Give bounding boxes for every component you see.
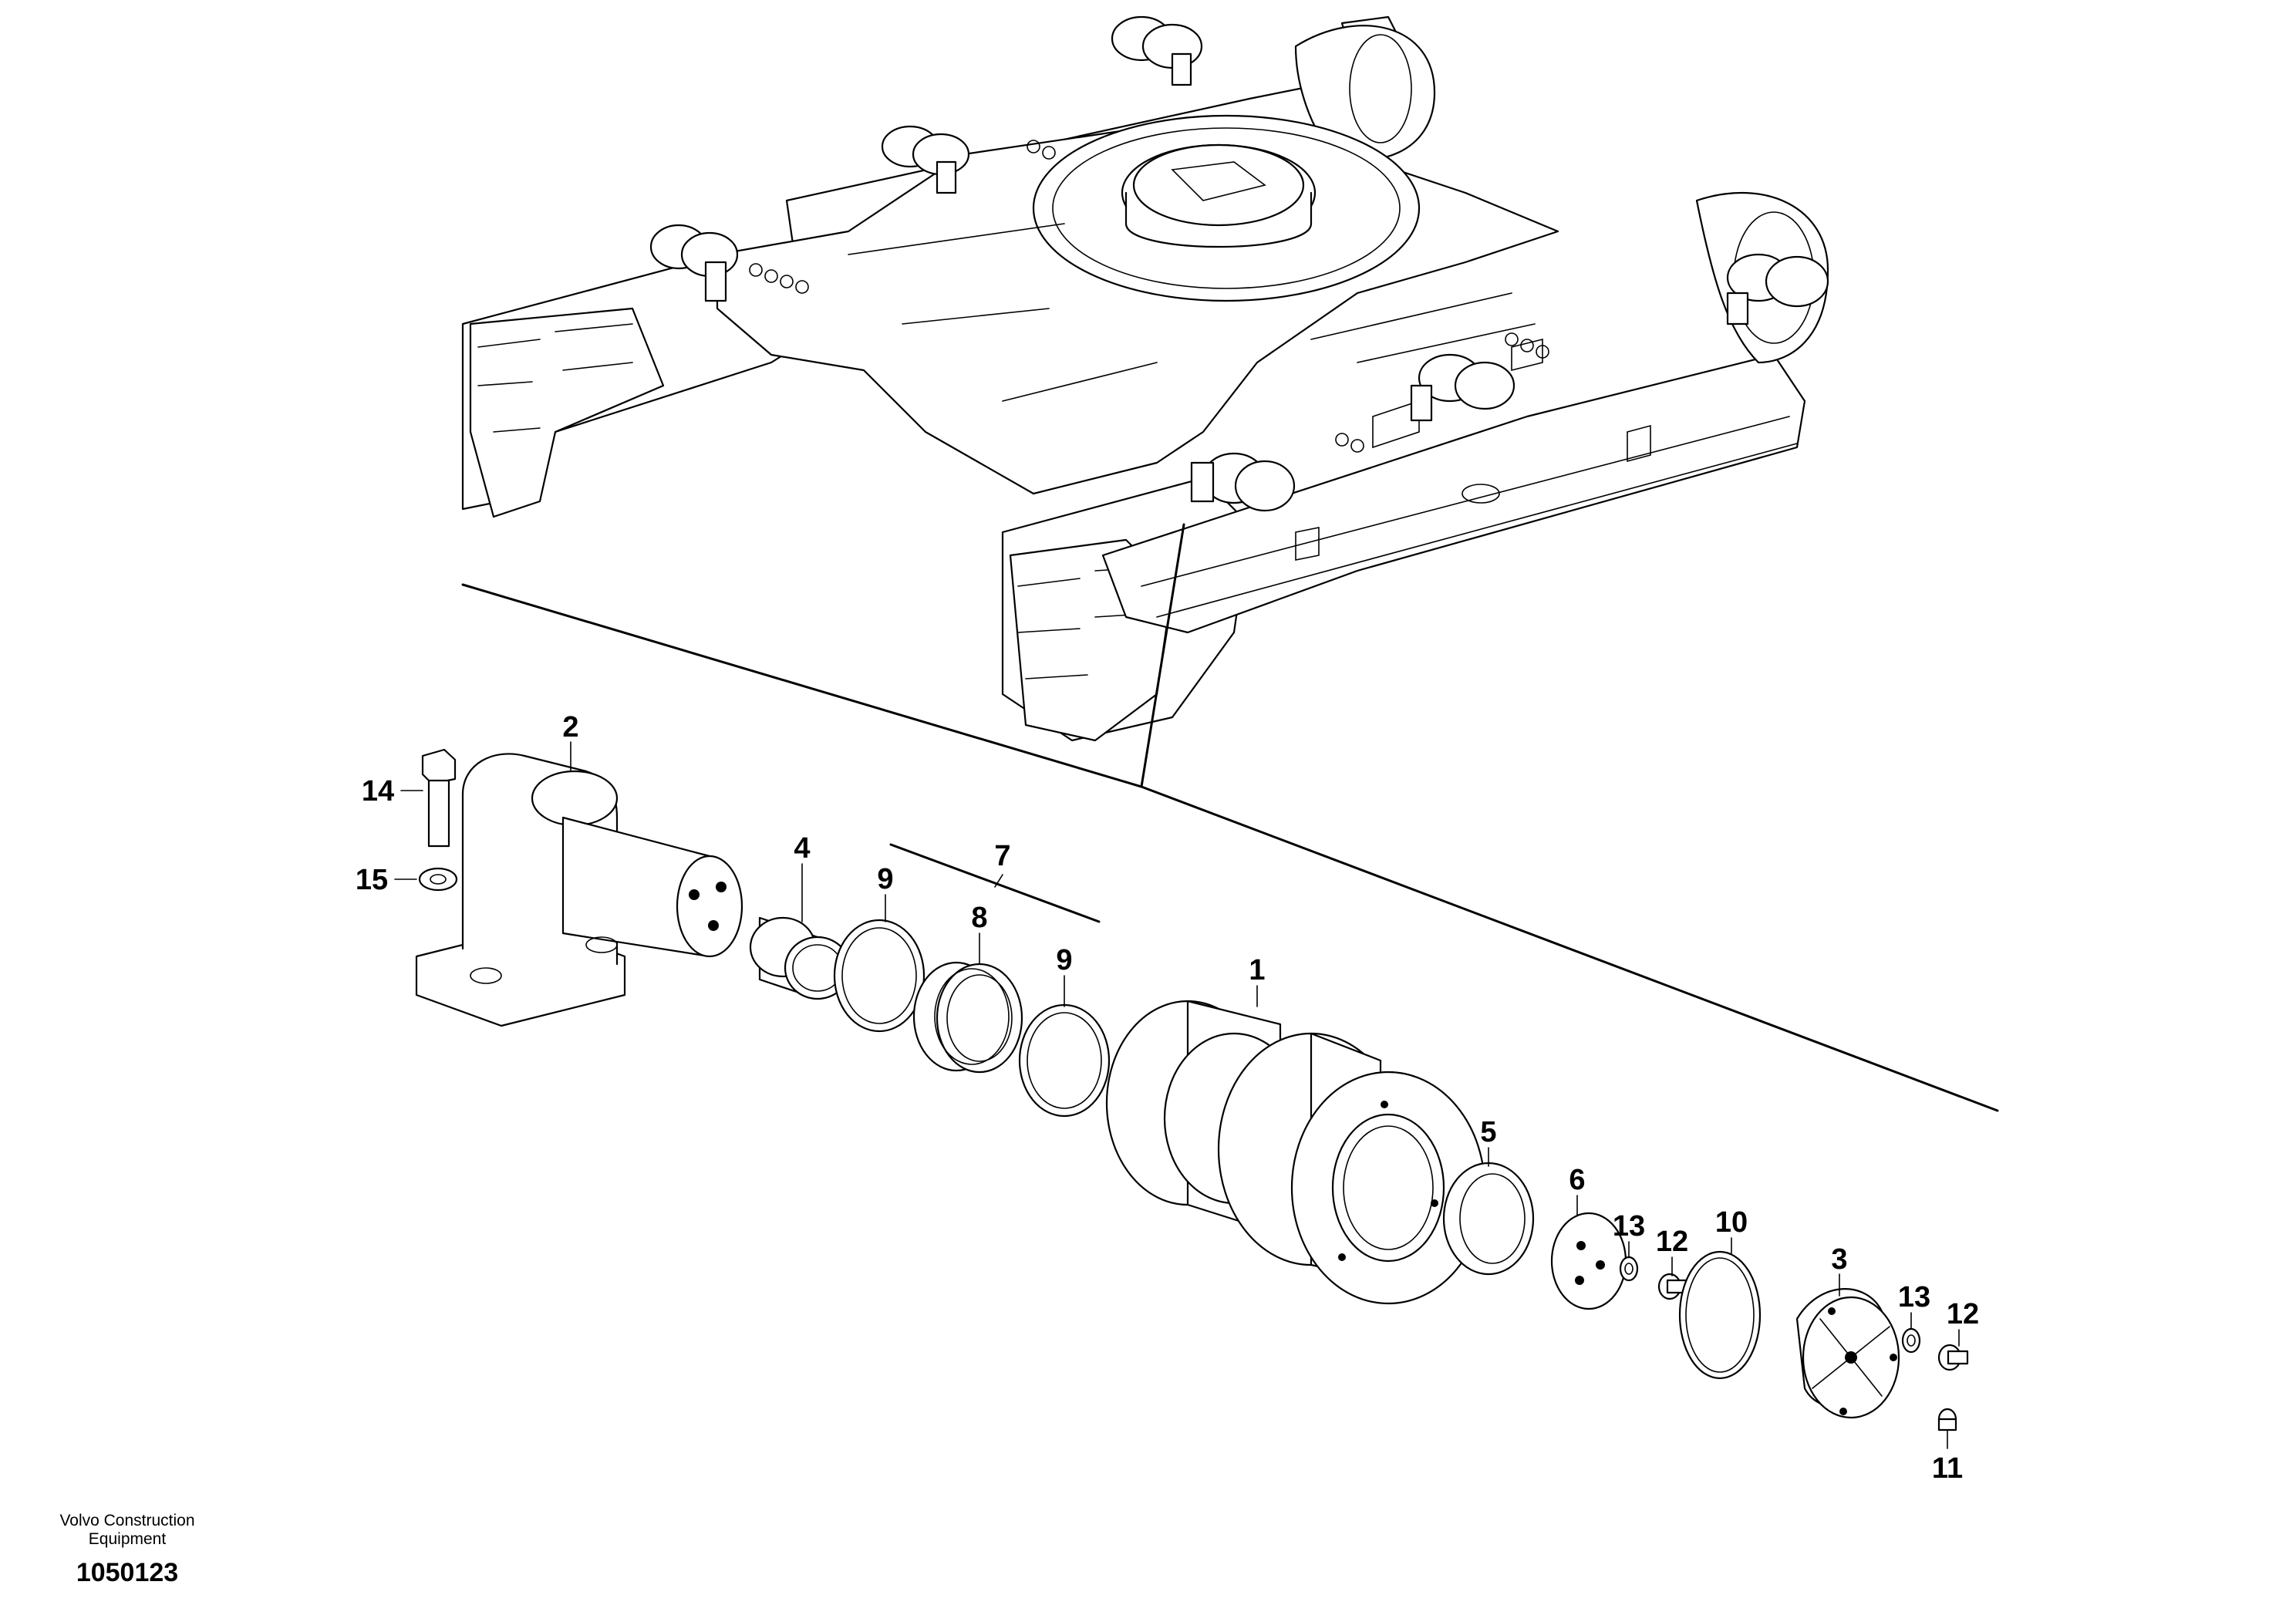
part-10-oring	[1678, 1250, 1762, 1380]
frame-roller-5	[1410, 353, 1515, 422]
callout-14: 14	[362, 775, 394, 808]
part-8-seal	[912, 961, 1023, 1074]
callout-10: 10	[1715, 1206, 1748, 1239]
brand-line-2: Equipment	[89, 1530, 167, 1548]
part-2-bracket	[415, 753, 743, 1027]
leader-lines	[394, 741, 1960, 1449]
part-4-bushing	[749, 916, 851, 1000]
part-15-washer	[418, 867, 458, 892]
section-lines	[461, 523, 1999, 1112]
part-13-washer-a	[1619, 1256, 1639, 1282]
brand-line-1: Volvo Construction	[59, 1512, 194, 1529]
part-12-screw-b	[1937, 1344, 1969, 1371]
part-9-oring-b	[1018, 1003, 1111, 1118]
frame-roller-2	[881, 125, 970, 194]
frame-roller-1	[1111, 15, 1203, 86]
frame-bolts	[749, 140, 1549, 453]
part-5-bushing	[1442, 1162, 1535, 1276]
callout-9-lower: 9	[1056, 944, 1072, 976]
frame-roller-3	[649, 224, 739, 302]
part-11-plug	[1937, 1408, 1957, 1431]
part-14-bolt	[421, 748, 457, 848]
drawing-reference: 1050123	[76, 1558, 178, 1587]
footer: Volvo Construction Equipment 1050123	[59, 1512, 194, 1587]
callout-8: 8	[971, 902, 987, 934]
callout-7: 7	[994, 840, 1010, 872]
callout-4: 4	[794, 832, 810, 865]
callout-2: 2	[562, 711, 578, 744]
callout-12-left: 12	[1656, 1226, 1688, 1258]
part-1-roller	[1105, 1000, 1486, 1305]
callout-13-left: 13	[1613, 1210, 1645, 1243]
callout-1: 1	[1249, 954, 1265, 986]
part-12-screw-a	[1657, 1273, 1688, 1300]
callout-13-right: 13	[1898, 1281, 1930, 1313]
part-9-oring-a	[833, 919, 925, 1033]
callout-5: 5	[1480, 1116, 1496, 1148]
callout-9-upper: 9	[877, 863, 893, 895]
frame-roller-6	[1190, 452, 1296, 512]
callout-15: 15	[356, 864, 388, 896]
callouts: 1 2 3 4 5 6 7 8 9 9 10 11 12 12 13 13 14…	[356, 711, 1979, 1485]
part-13-washer-b	[1901, 1327, 1921, 1354]
callout-6: 6	[1569, 1164, 1585, 1196]
undercarriage-frame	[461, 15, 1829, 742]
callout-12-right: 12	[1947, 1298, 1979, 1330]
frame-roller-4	[1726, 253, 1829, 325]
part-3-end-cap	[1795, 1288, 1900, 1419]
callout-3: 3	[1831, 1243, 1847, 1276]
callout-11: 11	[1932, 1452, 1963, 1485]
